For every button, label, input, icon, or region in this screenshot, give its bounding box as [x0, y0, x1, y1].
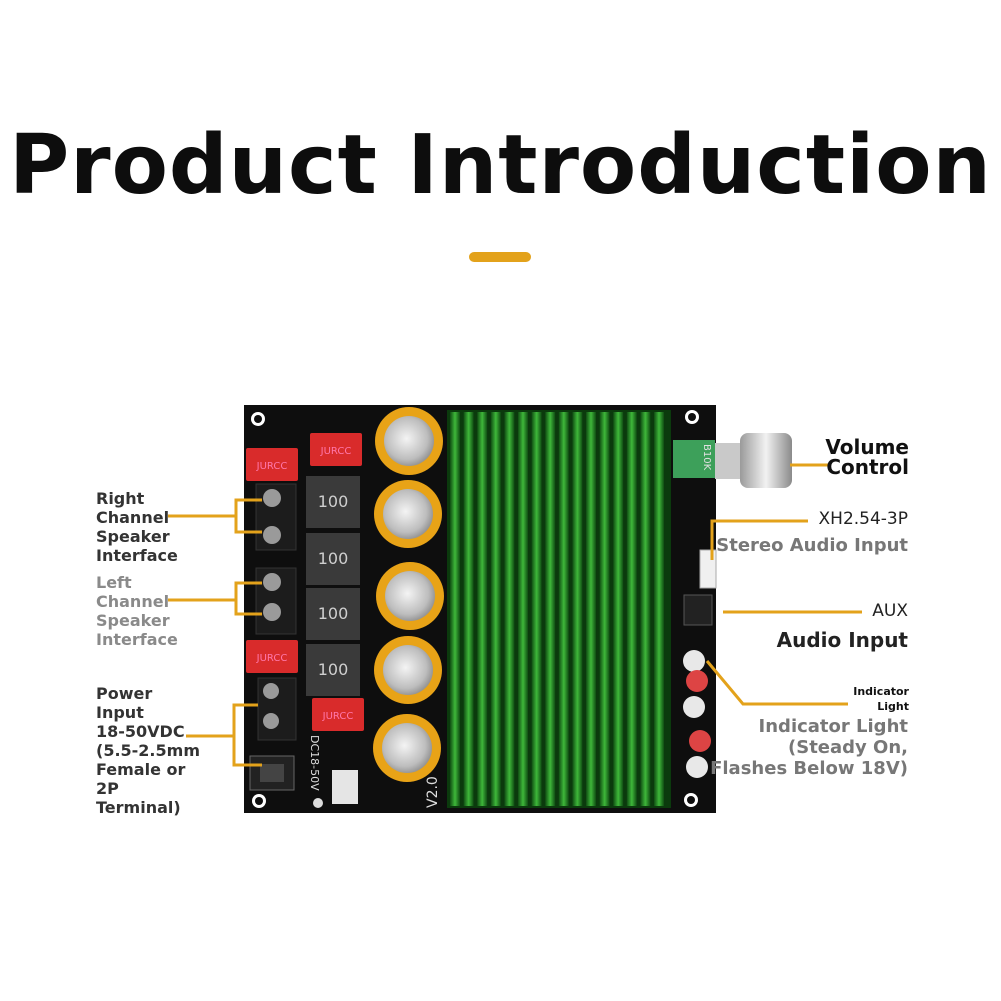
- silkscreen-version: V2.0: [425, 776, 441, 808]
- indicator-desc-label: Indicator Light (Steady On, Flashes Belo…: [710, 716, 908, 779]
- heatsink-fin: [599, 412, 610, 806]
- inductor-marking: 100: [318, 492, 349, 511]
- heatsink-fin: [640, 412, 651, 806]
- heatsink-fin: [531, 412, 542, 806]
- right-channel-label: Right Channel Speaker Interface: [96, 489, 178, 565]
- heatsink-fin: [504, 412, 515, 806]
- terminal-marking: JURCC: [320, 446, 352, 457]
- red-terminal-blocks: JURCC JURCC JURCC JURCC: [246, 433, 364, 731]
- left-channel-label: Left Channel Speaker Interface: [96, 573, 178, 649]
- right-components: B10K: [673, 433, 792, 778]
- inductor-marking: 100: [318, 549, 349, 568]
- indicator-small-label: Indicator Light: [853, 685, 909, 713]
- heatsink-fin: [463, 412, 474, 806]
- leader-lines: [168, 463, 862, 767]
- pot-marking: B10K: [701, 444, 712, 471]
- power-input-label: Power Input 18-50VDC (5.5-2.5mm Female o…: [96, 684, 200, 817]
- capacitors: [373, 407, 444, 782]
- inductor-marking: 100: [318, 660, 349, 679]
- heatsink-fin: [545, 412, 556, 806]
- heatsink-fin: [572, 412, 583, 806]
- xh-connector-label: XH2.54-3P: [818, 509, 908, 529]
- stereo-input-label: Stereo Audio Input: [716, 535, 908, 556]
- smd-chip: [332, 770, 358, 804]
- silkscreen-dc-label: DC18-50V: [308, 735, 321, 791]
- heatsink-fin: [586, 412, 596, 806]
- page-title: Product Introduction: [9, 118, 992, 213]
- heatsink-fin: [490, 412, 501, 806]
- heatsink-fin: [558, 412, 569, 806]
- aux-label: AUX: [872, 601, 908, 621]
- speaker-screw-terminals: [249, 483, 297, 791]
- heatsink-fin: [654, 412, 664, 806]
- heatsink-fin: [450, 412, 460, 806]
- terminal-marking: JURCC: [322, 711, 354, 722]
- inductor-marking: 100: [318, 604, 349, 623]
- heatsink-fin: [626, 412, 637, 806]
- title-accent-bar: [469, 252, 531, 262]
- heatsink-fin: [477, 412, 488, 806]
- volume-control-label: Volume Control: [825, 435, 909, 479]
- heatsink-fin: [613, 412, 624, 806]
- inductors: 100 100 100 100: [306, 476, 360, 696]
- heatsink-fin: [518, 412, 528, 806]
- terminal-marking: JURCC: [256, 653, 288, 664]
- terminal-marking: JURCC: [256, 461, 288, 472]
- aux-audio-input-label: Audio Input: [776, 628, 908, 652]
- heatsink: [447, 410, 671, 808]
